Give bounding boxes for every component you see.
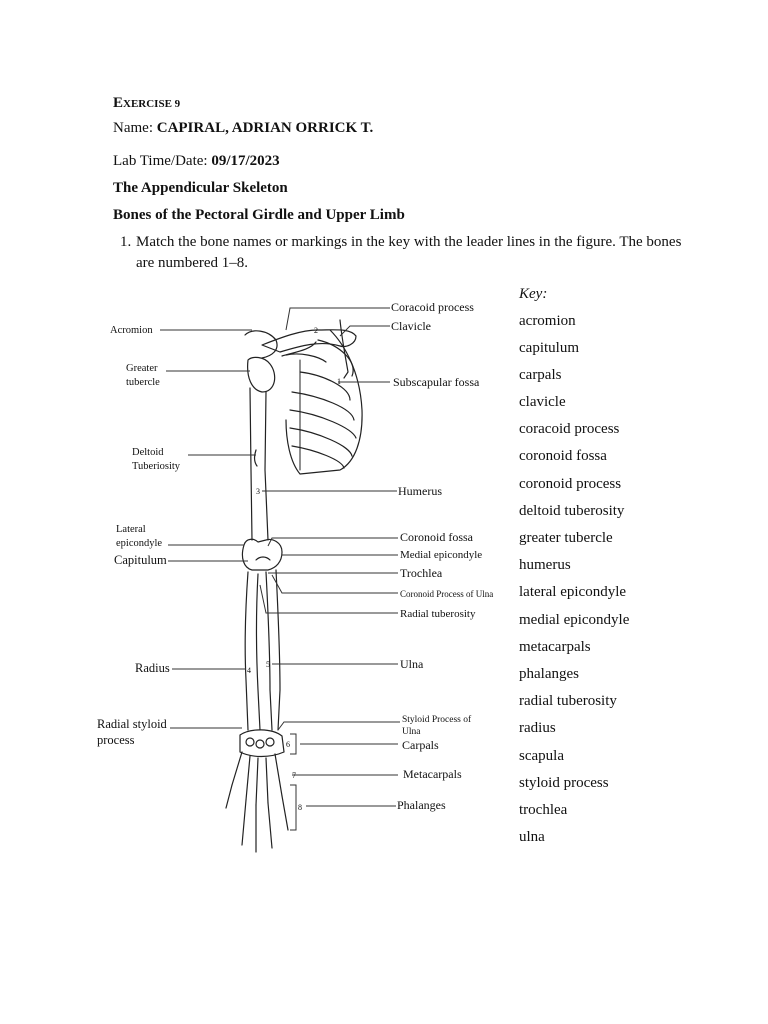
key-item-clavicle: clavicle [519, 394, 566, 411]
radius-left [245, 572, 248, 730]
key-item-lateral-epicondyle: lateral epicondyle [519, 584, 626, 601]
key-item-radial-tuberosity: radial tuberosity [519, 693, 617, 710]
label-lateral-1: Lateral [116, 524, 146, 535]
bone-number-2: 2 [314, 326, 318, 335]
bone-number-4: 4 [247, 666, 251, 675]
leader-coronoid-fossa [268, 538, 398, 546]
left-labels: Acromion Greater tubercle Deltoid Tuberi… [97, 325, 181, 747]
humeral-head [248, 357, 275, 392]
metacarpal-4 [266, 758, 268, 803]
right-leader-lines [260, 308, 400, 830]
phalanx-1 [226, 785, 232, 808]
label-acromion: Acromion [110, 325, 153, 336]
ulna-right [276, 570, 280, 730]
label-deltoid-2: Tuberiosity [132, 461, 181, 472]
rib-5 [290, 428, 352, 456]
label-clavicle: Clavicle [391, 319, 431, 333]
bracket-6 [290, 734, 296, 754]
key-item-carpals: carpals [519, 367, 561, 384]
leader-styloid-ulna [278, 722, 400, 730]
rib-3 [292, 392, 354, 420]
deltoid-tuberosity-mark [255, 450, 257, 466]
leader-coronoid-process [272, 575, 398, 593]
label-deltoid-1: Deltoid [132, 447, 164, 458]
label-coronoid-fossa: Coronoid fossa [400, 530, 474, 544]
label-trochlea: Trochlea [400, 566, 443, 580]
acromion-bone [245, 331, 277, 358]
label-humerus: Humerus [398, 484, 442, 498]
key-item-acromion: acromion [519, 313, 576, 330]
metacarpal-5 [275, 754, 282, 796]
left-leader-lines [160, 330, 256, 728]
bone-number-7: 7 [292, 771, 296, 780]
trochlea-mark [256, 557, 270, 560]
bracket-8 [290, 785, 296, 830]
bone-number-8: 8 [298, 803, 302, 812]
key-item-trochlea: trochlea [519, 802, 567, 819]
key-item-ulna: ulna [519, 829, 545, 846]
bone-number-5: 5 [266, 660, 270, 669]
key-item-coracoid-process: coracoid process [519, 421, 619, 438]
key-item-radius: radius [519, 720, 556, 737]
key-item-scapula: scapula [519, 748, 564, 765]
key-item-metacarpals: metacarpals [519, 639, 591, 656]
leader-radial-tuberosity [260, 585, 398, 613]
key-item-deltoid-tuberosity: deltoid tuberosity [519, 503, 624, 520]
bone-number-1: 1 [337, 377, 341, 386]
rib-2 [300, 372, 350, 400]
key-item-coronoid-fossa: coronoid fossa [519, 448, 607, 465]
ulna-left [266, 572, 272, 730]
label-subscapular: Subscapular fossa [393, 375, 480, 389]
label-coronoid-process-ulna: Coronoid Process of Ulna [400, 589, 493, 599]
scapula-spine [286, 354, 326, 362]
label-radial-styloid-1: Radial styloid [97, 717, 168, 731]
label-ulna: Ulna [400, 657, 424, 671]
carpal-2 [256, 740, 264, 748]
right-labels: Coracoid process Clavicle Subscapular fo… [391, 300, 493, 812]
phalanx-5 [282, 796, 288, 830]
label-coracoid: Coracoid process [391, 300, 474, 314]
label-carpals: Carpals [402, 738, 439, 752]
label-phalanges: Phalanges [397, 798, 446, 812]
radius-right [257, 574, 261, 730]
bone-number-3: 3 [256, 487, 260, 496]
key-item-medial-epicondyle: medial epicondyle [519, 612, 629, 629]
label-metacarpals: Metacarpals [403, 767, 462, 781]
key-item-humerus: humerus [519, 557, 571, 574]
metacarpal-2 [246, 756, 250, 800]
label-greater-2: tubercle [126, 377, 160, 388]
elbow-joint [242, 539, 282, 570]
phalanx-4 [268, 803, 272, 848]
phalanx-2 [242, 800, 246, 845]
bone-numbers: 1 2 3 4 5 6 7 8 [247, 326, 341, 812]
label-greater-1: Greater [126, 363, 158, 374]
humerus-shaft-right [265, 392, 268, 540]
key-item-greater-tubercle: greater tubercle [519, 530, 613, 547]
bone-number-6: 6 [286, 740, 290, 749]
metacarpal-1 [232, 752, 242, 785]
key-item-phalanges: phalanges [519, 666, 579, 683]
key-item-capitulum: capitulum [519, 340, 579, 357]
label-radius: Radius [135, 661, 170, 675]
humerus-shaft-left [250, 388, 252, 540]
metacarpal-3 [256, 758, 258, 805]
leader-coracoid [286, 308, 390, 330]
key-item-styloid-process: styloid process [519, 775, 609, 792]
carpal-3 [266, 738, 274, 746]
carpal-1 [246, 738, 254, 746]
label-medial-epicondyle: Medial epicondyle [400, 549, 482, 561]
label-styloid-ulna-1: Styloid Process of [402, 714, 472, 725]
key-title: Key: [519, 286, 547, 303]
label-radial-styloid-2: process [97, 733, 135, 747]
label-styloid-ulna-2: Ulna [402, 727, 421, 737]
label-lateral-2: epicondyle [116, 538, 162, 549]
label-radial-tuberosity: Radial tuberosity [400, 608, 476, 620]
label-capitulum: Capitulum [114, 553, 167, 567]
key-item-coronoid-process: coronoid process [519, 476, 621, 493]
